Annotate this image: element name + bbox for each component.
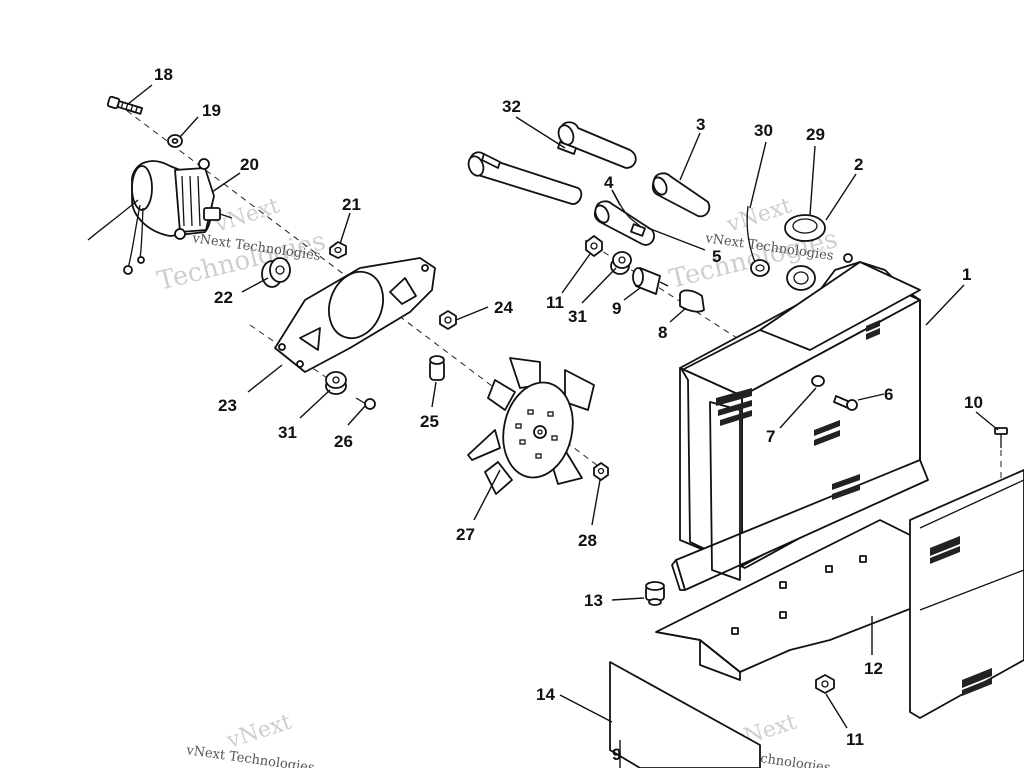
callout-11-lower: 11 xyxy=(846,730,864,749)
fan-blade-part-27 xyxy=(467,357,595,495)
callout-22: 22 xyxy=(214,288,233,307)
callout-13: 13 xyxy=(584,591,603,610)
base-pan-part-12 xyxy=(655,519,921,681)
callout-8: 8 xyxy=(658,323,667,342)
fan-motor-part-20 xyxy=(87,158,233,275)
callout-labels: 18 19 20 21 22 23 24 31 26 25 27 28 32 3… xyxy=(154,65,983,764)
callout-26: 26 xyxy=(334,432,353,451)
callout-6: 6 xyxy=(884,385,893,404)
callout-23: 23 xyxy=(218,396,237,415)
callout-14: 14 xyxy=(536,685,555,704)
watermark-brand: vNext xyxy=(211,194,283,239)
callout-29: 29 xyxy=(806,125,825,144)
bolt-part-6 xyxy=(833,395,858,411)
callout-30: 30 xyxy=(754,121,773,140)
bolt-part-10 xyxy=(994,427,1008,480)
spacer-part-31-left xyxy=(325,371,347,395)
callout-7: 7 xyxy=(766,427,775,446)
callout-21: 21 xyxy=(342,195,361,214)
nut-part-21 xyxy=(329,241,347,259)
bolt-part-18 xyxy=(106,95,144,115)
panel-part-14 xyxy=(609,661,761,768)
spacer-part-31-right xyxy=(610,251,632,275)
callout-1: 1 xyxy=(962,265,971,284)
callout-27: 27 xyxy=(456,525,475,544)
callout-31-right: 31 xyxy=(568,307,587,326)
callout-18: 18 xyxy=(154,65,173,84)
nut-part-11-lower xyxy=(815,674,835,694)
callout-20: 20 xyxy=(240,155,259,174)
callout-10: 10 xyxy=(964,393,983,412)
callout-24: 24 xyxy=(494,298,513,317)
callout-28: 28 xyxy=(578,531,597,550)
callout-9: 9 xyxy=(612,299,621,318)
watermark-brand-2: vNext xyxy=(723,194,795,239)
callout-9-lower: 9 xyxy=(612,745,621,764)
callout-11-upper: 11 xyxy=(546,293,564,312)
callout-2: 2 xyxy=(854,155,863,174)
radiator-part-1 xyxy=(671,214,929,591)
nut-part-11-upper xyxy=(585,235,603,257)
washer-part-19 xyxy=(167,134,183,148)
callout-3: 3 xyxy=(696,115,705,134)
mounting-bracket-part-23 xyxy=(274,257,436,373)
side-panel-part-12 xyxy=(909,469,1024,719)
sleeve-part-8 xyxy=(679,289,705,313)
callout-4: 4 xyxy=(604,173,614,192)
nut-part-24 xyxy=(439,310,457,330)
callout-25: 25 xyxy=(420,412,439,431)
callout-32: 32 xyxy=(502,97,521,116)
bushing-part-9 xyxy=(632,267,669,295)
grommet-part-22 xyxy=(261,257,291,288)
hose-part-32 xyxy=(467,121,637,205)
callout-12: 12 xyxy=(864,659,883,678)
watermark-brand-3: vNext xyxy=(223,710,295,755)
sleeve-part-25 xyxy=(429,355,445,381)
callout-31-left: 31 xyxy=(278,423,297,442)
callout-5: 5 xyxy=(712,247,721,266)
nut-part-28 xyxy=(593,462,609,481)
clamp-part-30 xyxy=(746,205,770,277)
bumper-part-13 xyxy=(645,581,665,606)
callout-19: 19 xyxy=(202,101,221,120)
leader-lines xyxy=(127,84,999,768)
washer-part-7 xyxy=(811,375,825,387)
screw-part-26 xyxy=(355,397,376,410)
